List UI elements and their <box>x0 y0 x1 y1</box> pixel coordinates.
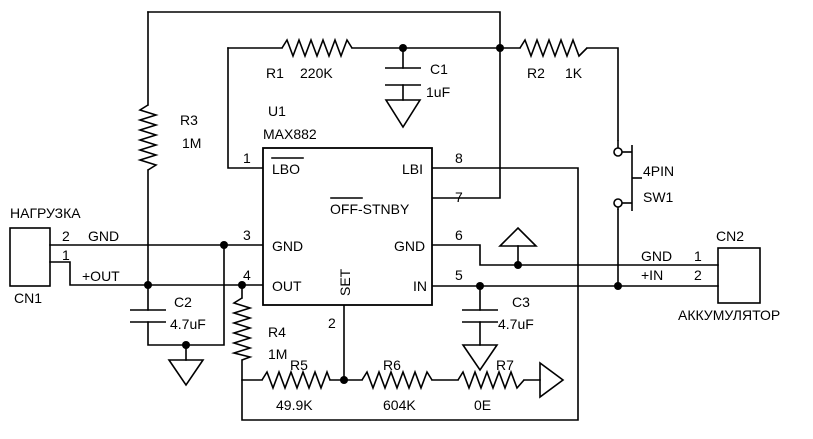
c1-ref: C1 <box>430 61 448 77</box>
u1-chip: U1 MAX882 LBO GND OUT LBI OFF-STNBY GND … <box>243 103 463 331</box>
pin-off-overbar-text: OFF <box>330 201 358 217</box>
cn2-body <box>717 247 761 304</box>
cn1-title: НАГРУЗКА <box>10 205 81 221</box>
cn1-connector: НАГРУЗКА CN1 2 GND 1 +OUT <box>9 205 120 306</box>
r7-ref: R7 <box>496 357 514 373</box>
cn1-body <box>9 227 51 287</box>
junction-dot <box>614 282 622 290</box>
pin-gnd-left-num: 3 <box>243 227 251 243</box>
r2-value: 1K <box>565 65 583 81</box>
r2-resistor: R2 1K <box>519 37 588 81</box>
c3-value: 4.7uF <box>498 316 534 332</box>
ground-symbol-gnd-pin <box>498 226 538 247</box>
ground-symbol-c2 <box>167 359 205 387</box>
r4-ref: R4 <box>268 324 286 340</box>
c2-ref: C2 <box>174 294 192 310</box>
pin-out-name: OUT <box>272 278 302 294</box>
r6-value: 604K <box>383 397 416 413</box>
junction-dot <box>514 261 522 269</box>
u1-part: MAX882 <box>263 126 317 142</box>
junction-dot <box>220 241 228 249</box>
u1-ref: U1 <box>268 103 286 119</box>
pin-in-name: IN <box>413 278 427 294</box>
c2-capacitor: C2 4.7uF <box>130 294 206 332</box>
r1-resistor: R1 220K <box>266 37 353 81</box>
ground-symbol-c3 <box>461 344 499 372</box>
junction-dot <box>144 281 152 289</box>
junction-dot <box>238 281 246 289</box>
pin-lbi-num: 8 <box>455 150 463 166</box>
r6-resistor: R6 604K <box>361 357 433 413</box>
ground-symbol-r7 <box>539 361 565 399</box>
r2-ref: R2 <box>527 65 545 81</box>
pin-lbo-num: 1 <box>243 150 251 166</box>
r1-ref: R1 <box>266 65 284 81</box>
r3-resistor: R3 1M <box>137 104 201 171</box>
cn1-pin-gnd-num: 2 <box>62 228 70 244</box>
r7-resistor: R7 0E <box>457 357 525 413</box>
pin-gnd-left-name: GND <box>272 238 303 254</box>
sw1-switch: 4PIN SW1 <box>613 140 674 211</box>
r1-value: 220K <box>300 65 333 81</box>
r4-value: 1M <box>268 346 287 362</box>
ground-symbol-c1 <box>384 99 422 129</box>
r5-resistor: R5 49.9K <box>261 357 331 413</box>
c1-capacitor: C1 1uF <box>385 61 450 100</box>
c3-ref: C3 <box>512 294 530 310</box>
cn2-pin-in-num: 2 <box>694 267 702 283</box>
cn1-ref: CN1 <box>14 290 42 306</box>
c2-value: 4.7uF <box>170 316 206 332</box>
pin-lbo-name: LBO <box>272 161 300 177</box>
r7-value: 0E <box>474 397 491 413</box>
r3-ref: R3 <box>180 112 198 128</box>
u1-body <box>262 147 433 306</box>
pin-set-num: 2 <box>328 315 336 331</box>
cn2-pin-gnd-num: 1 <box>694 248 702 264</box>
cn1-pin-out-num: 1 <box>62 247 70 263</box>
r5-ref: R5 <box>290 357 308 373</box>
cn1-pin-out-net: +OUT <box>82 268 120 284</box>
pin-lbi-name: LBI <box>402 161 423 177</box>
junction-dot <box>496 44 504 52</box>
pin-stnby-text: -STNBY <box>358 201 410 217</box>
cn2-pin-gnd-net: GND <box>641 248 672 264</box>
r6-ref: R6 <box>383 357 401 373</box>
cn2-connector: CN2 АККУМУЛЯТОР GND 1 +IN 2 <box>641 228 780 323</box>
sw1-type: 4PIN <box>643 163 674 179</box>
c1-value: 1uF <box>426 84 450 100</box>
pin-in-num: 5 <box>455 267 463 283</box>
pin-gnd-right-num: 6 <box>455 227 463 243</box>
sw1-ref: SW1 <box>643 189 674 205</box>
cn2-pin-in-net: +IN <box>641 267 663 283</box>
r4-resistor: R4 1M <box>231 297 287 362</box>
junction-dot <box>399 44 407 52</box>
cn1-pin-gnd-net: GND <box>88 228 119 244</box>
r3-value: 1M <box>182 135 201 151</box>
pin-set-name: SET <box>337 268 353 296</box>
pin-off-stnby-name: OFF-STNBY <box>330 201 410 217</box>
pin-out-num: 4 <box>243 267 251 283</box>
junction-dot <box>340 376 348 384</box>
pin-off-stnby-num: 7 <box>455 189 463 205</box>
c3-capacitor: C3 4.7uF <box>462 294 534 332</box>
cn2-ref: CN2 <box>716 228 744 244</box>
junctions <box>144 44 622 384</box>
r5-value: 49.9K <box>276 397 313 413</box>
pin-gnd-right-name: GND <box>394 238 425 254</box>
cn2-title: АККУМУЛЯТОР <box>678 307 780 323</box>
junction-dot <box>182 341 190 349</box>
junction-dot <box>476 282 484 290</box>
